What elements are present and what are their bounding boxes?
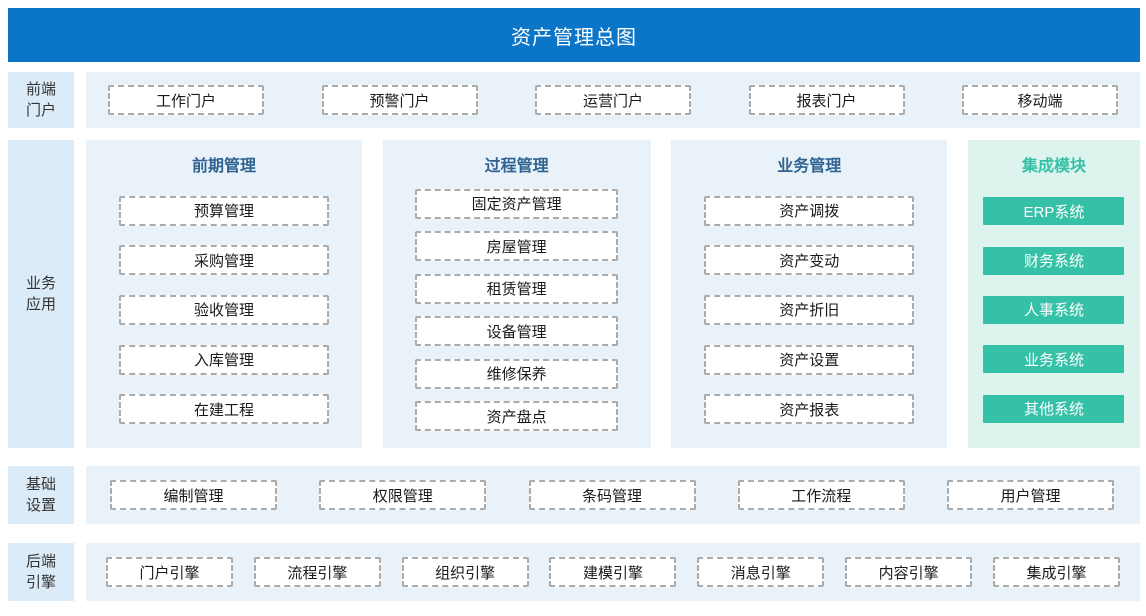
module-box: 运营门户 <box>535 85 691 115</box>
module-box: 房屋管理 <box>414 231 619 262</box>
column-boxes: ERP系统财务系统人事系统业务系统其他系统 <box>968 176 1140 448</box>
module-box: 业务系统 <box>983 345 1125 374</box>
module-box: 移动端 <box>962 85 1118 115</box>
module-box: 门户引擎 <box>106 557 233 587</box>
section-label-text: 业务应用 <box>25 275 56 313</box>
column-title-process: 过程管理 <box>484 158 549 175</box>
column-process: 过程管理固定资产管理房屋管理租赁管理设备管理维修保养资产盘点 <box>382 140 651 448</box>
module-box: 固定资产管理 <box>414 188 619 219</box>
module-box: 报表门户 <box>748 85 905 115</box>
module-box: 资产设置 <box>704 344 915 375</box>
column-title-business-mgmt: 业务管理 <box>777 158 842 175</box>
module-box: 工作门户 <box>108 85 264 115</box>
module-box: 流程引擎 <box>253 557 381 587</box>
business-columns-panel: 前期管理预算管理采购管理验收管理入库管理在建工程过程管理固定资产管理房屋管理租赁… <box>86 140 1140 448</box>
module-box: 在建工程 <box>119 394 329 425</box>
module-box: 编制管理 <box>110 480 277 510</box>
column-title-integration: 集成模块 <box>1021 158 1086 175</box>
section-label-business: 业务应用 <box>8 140 74 448</box>
module-box: 入库管理 <box>119 344 329 375</box>
module-box: 预算管理 <box>119 195 329 226</box>
module-box: 内容引擎 <box>845 557 973 587</box>
module-box: 人事系统 <box>983 295 1125 324</box>
module-box: 组织引擎 <box>401 557 529 587</box>
module-box: 资产折旧 <box>704 294 915 325</box>
module-box: 集成引擎 <box>992 557 1120 587</box>
column-early: 前期管理预算管理采购管理验收管理入库管理在建工程 <box>86 140 362 448</box>
column-boxes: 固定资产管理房屋管理租赁管理设备管理维修保养资产盘点 <box>383 176 651 448</box>
module-box: 采购管理 <box>119 245 329 276</box>
section-label-backend: 后端引擎 <box>8 543 74 601</box>
module-box: 设备管理 <box>414 316 619 347</box>
module-box: 权限管理 <box>319 480 487 510</box>
section-panel-frontend: 工作门户 预警门户 运营门户 报表门户 移动端 <box>86 72 1140 128</box>
section-label-text: 基础设置 <box>25 476 56 514</box>
module-box: 资产盘点 <box>414 401 619 432</box>
module-box: ERP系统 <box>983 197 1125 226</box>
diagram-rows: 前端门户工作门户预警门户运营门户报表门户移动端业务应用前期管理预算管理采购管理验… <box>8 72 1140 601</box>
section-label-frontend: 前端门户 <box>8 72 74 128</box>
column-title-early: 前期管理 <box>191 158 256 175</box>
module-box: 消息引擎 <box>697 557 825 587</box>
module-box: 工作流程 <box>737 480 905 510</box>
module-box: 维修保养 <box>414 358 619 389</box>
module-box: 资产报表 <box>704 394 915 425</box>
module-box: 租赁管理 <box>414 273 619 304</box>
column-business-mgmt: 业务管理资产调拨资产变动资产折旧资产设置资产报表 <box>671 140 948 448</box>
column-boxes: 资产调拨资产变动资产折旧资产设置资产报表 <box>671 176 947 448</box>
module-box: 资产变动 <box>704 245 915 276</box>
page-title: 资产管理总图 <box>511 26 637 49</box>
section-basic: 基础设置 编制管理 权限管理 条码管理 工作流程 用户管理 <box>8 466 1140 524</box>
module-box: 建模引擎 <box>549 557 677 587</box>
module-box: 验收管理 <box>119 294 329 325</box>
section-panel-backend: 门户引擎流程引擎组织引擎建模引擎消息引擎内容引擎集成引擎 <box>86 543 1140 601</box>
section-label-basic: 基础设置 <box>8 466 74 524</box>
section-panel-basic: 编制管理 权限管理 条码管理 工作流程 用户管理 <box>86 466 1140 524</box>
title-banner: 资产管理总图 <box>8 8 1140 62</box>
module-box: 财务系统 <box>983 246 1125 275</box>
section-label-text: 前端门户 <box>25 81 56 119</box>
module-box: 其他系统 <box>983 394 1125 423</box>
section-backend: 后端引擎门户引擎流程引擎组织引擎建模引擎消息引擎内容引擎集成引擎 <box>8 543 1140 601</box>
section-label-text: 后端引擎 <box>25 553 56 591</box>
module-box: 预警门户 <box>321 85 478 115</box>
column-boxes: 预算管理采购管理验收管理入库管理在建工程 <box>86 176 362 448</box>
module-box: 用户管理 <box>947 480 1114 510</box>
module-box: 条码管理 <box>528 480 696 510</box>
section-business: 业务应用前期管理预算管理采购管理验收管理入库管理在建工程过程管理固定资产管理房屋… <box>8 140 1140 448</box>
section-frontend: 前端门户 工作门户 预警门户 运营门户 报表门户 移动端 <box>8 72 1140 128</box>
module-box: 资产调拨 <box>704 195 915 226</box>
